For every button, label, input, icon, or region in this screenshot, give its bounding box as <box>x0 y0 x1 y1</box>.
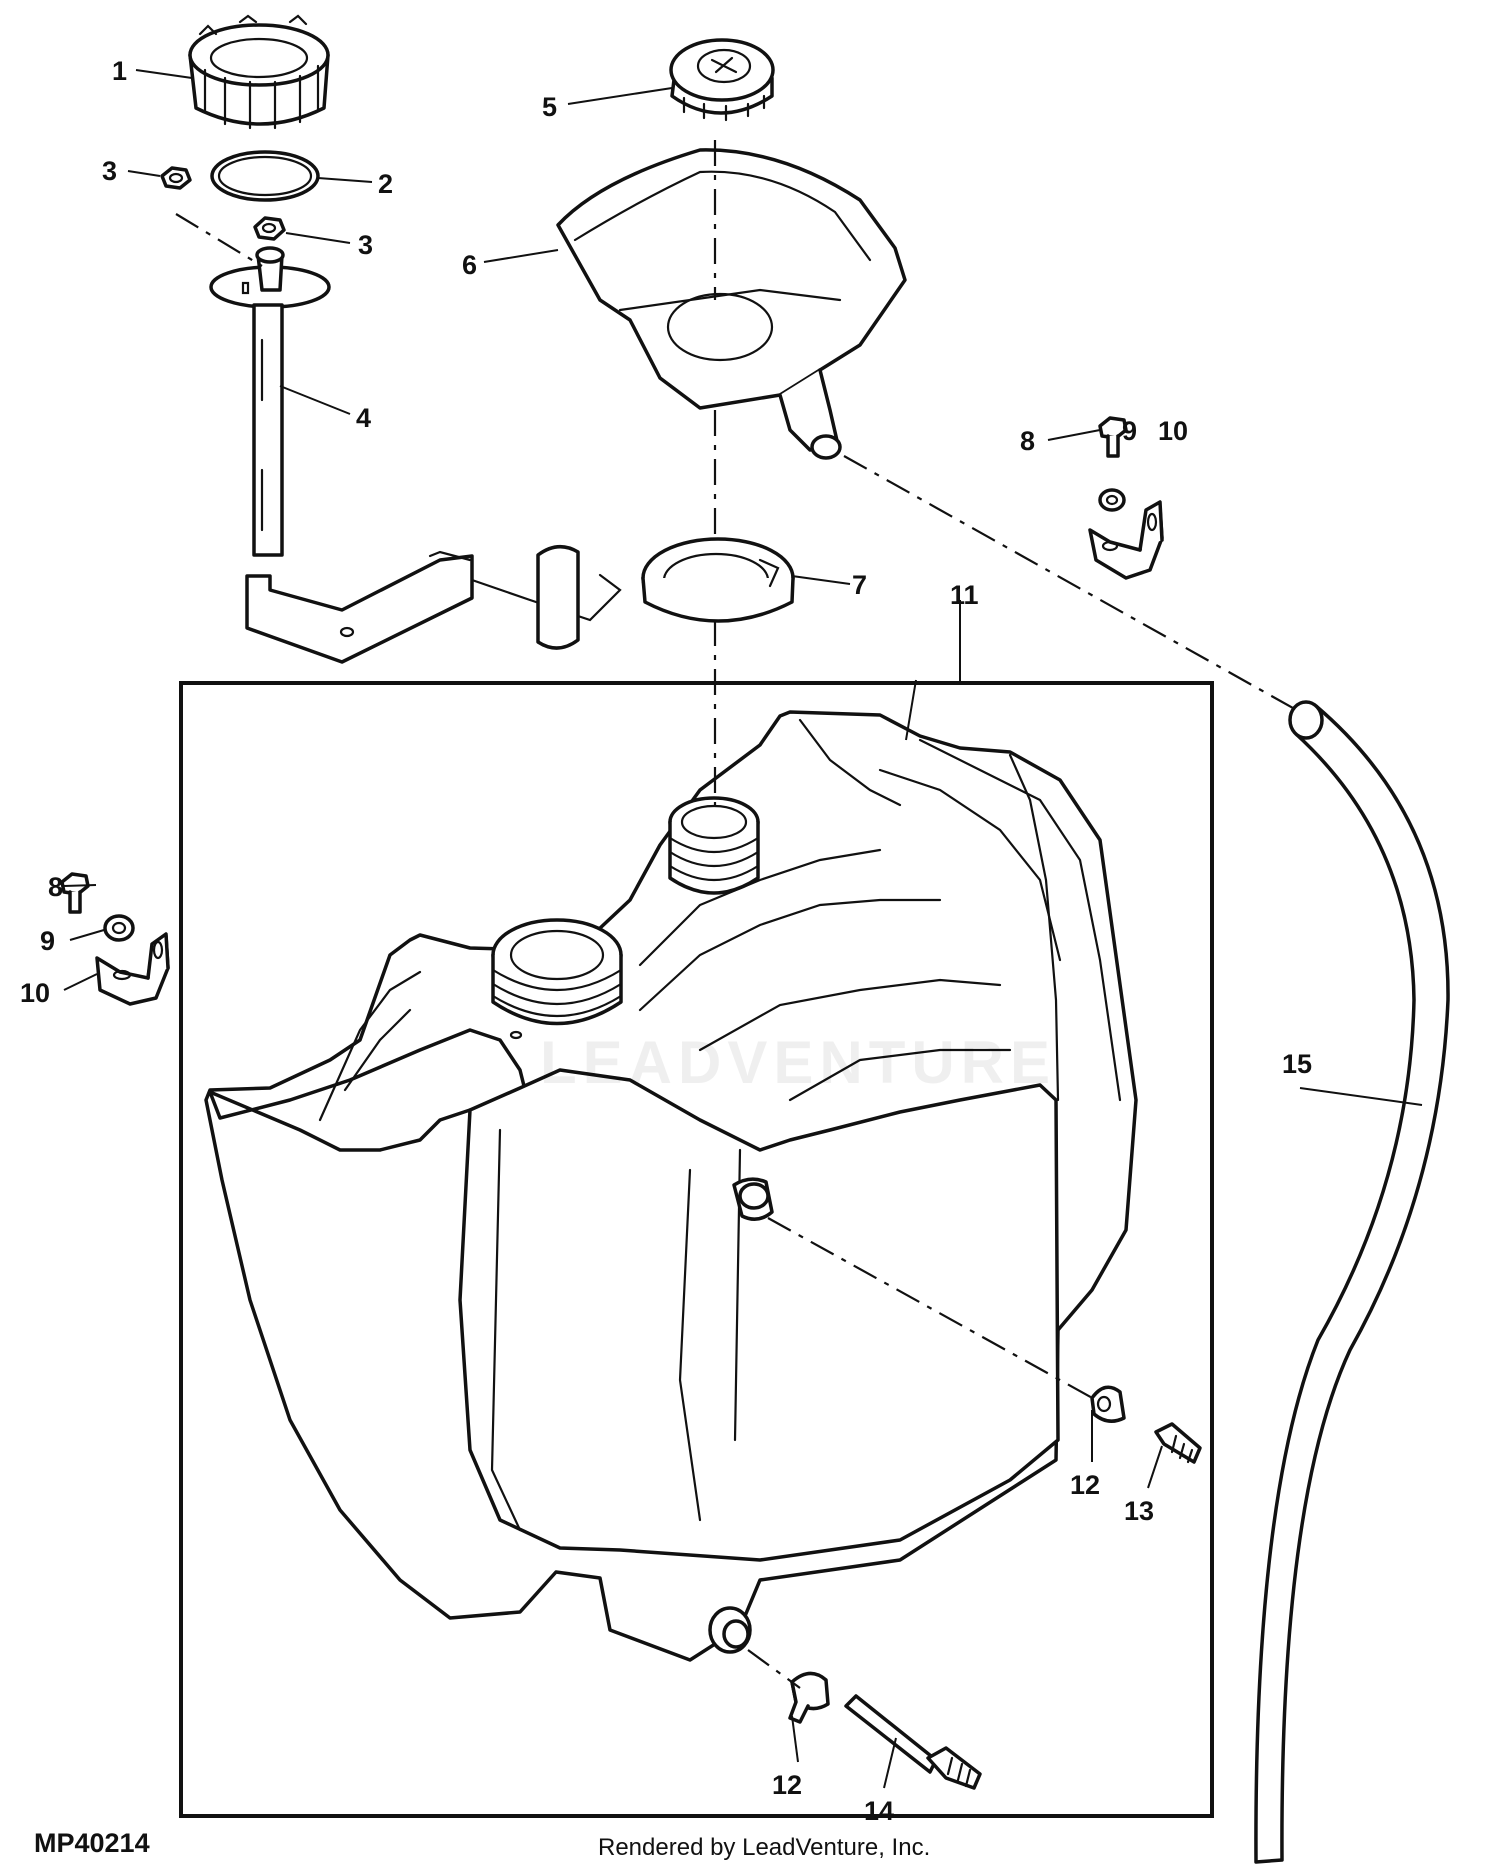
callout-12-bottom: 12 <box>772 1770 802 1800</box>
callout-1: 1 <box>112 56 127 86</box>
callout-14: 14 <box>864 1796 894 1826</box>
callout-6: 6 <box>462 250 477 280</box>
watermark: LEADVENTURE <box>540 1029 1057 1096</box>
phantom-lines <box>175 140 1301 1689</box>
callout-3b: 3 <box>358 230 373 260</box>
bracket-icon <box>95 500 1164 1006</box>
gasket-ring-icon <box>641 537 795 623</box>
callout-10-right: 10 <box>1158 416 1188 446</box>
washer-icon <box>103 488 1126 942</box>
o-ring-icon <box>210 150 320 202</box>
callout-8-left: 8 <box>48 872 63 902</box>
callout-13: 13 <box>1124 1496 1154 1526</box>
render-credit: Rendered by LeadVenture, Inc. <box>598 1834 931 1861</box>
tank-frame <box>179 681 1214 1818</box>
callout-10-left: 10 <box>20 978 50 1008</box>
filler-neck-ring-icon <box>188 14 330 130</box>
callout-2: 2 <box>378 169 393 199</box>
callout-12-right: 12 <box>1070 1470 1100 1500</box>
callout-9-right: 9 <box>1122 416 1137 446</box>
fuel-tank-icon <box>204 710 1138 1662</box>
callout-11: 11 <box>950 580 979 610</box>
barb-fitting-icon <box>844 1694 982 1790</box>
elbow-fitting-icon <box>1154 1422 1202 1464</box>
fuel-hose-icon <box>1254 700 1450 1864</box>
fuel-cap-icon <box>669 38 775 122</box>
callout-15: 15 <box>1282 1049 1312 1079</box>
callout-8-right: 8 <box>1020 426 1035 456</box>
callout-7: 7 <box>852 570 867 600</box>
nut-icon <box>160 166 286 241</box>
figure-code: MP40214 <box>34 1828 150 1858</box>
hose-clamp-icon <box>788 1385 1126 1724</box>
callout-9-left: 9 <box>40 926 55 956</box>
callout-labels: 1 2 3 3 4 5 6 7 8 9 10 11 8 9 10 12 13 1… <box>20 56 1312 1826</box>
callout-4: 4 <box>356 403 371 433</box>
fuel-sender-icon <box>209 246 622 664</box>
leader-lines <box>63 69 1423 1789</box>
funnel-icon <box>556 148 907 460</box>
bolt-icon <box>60 416 1128 914</box>
callout-5: 5 <box>542 92 557 122</box>
callout-3a: 3 <box>102 156 117 186</box>
